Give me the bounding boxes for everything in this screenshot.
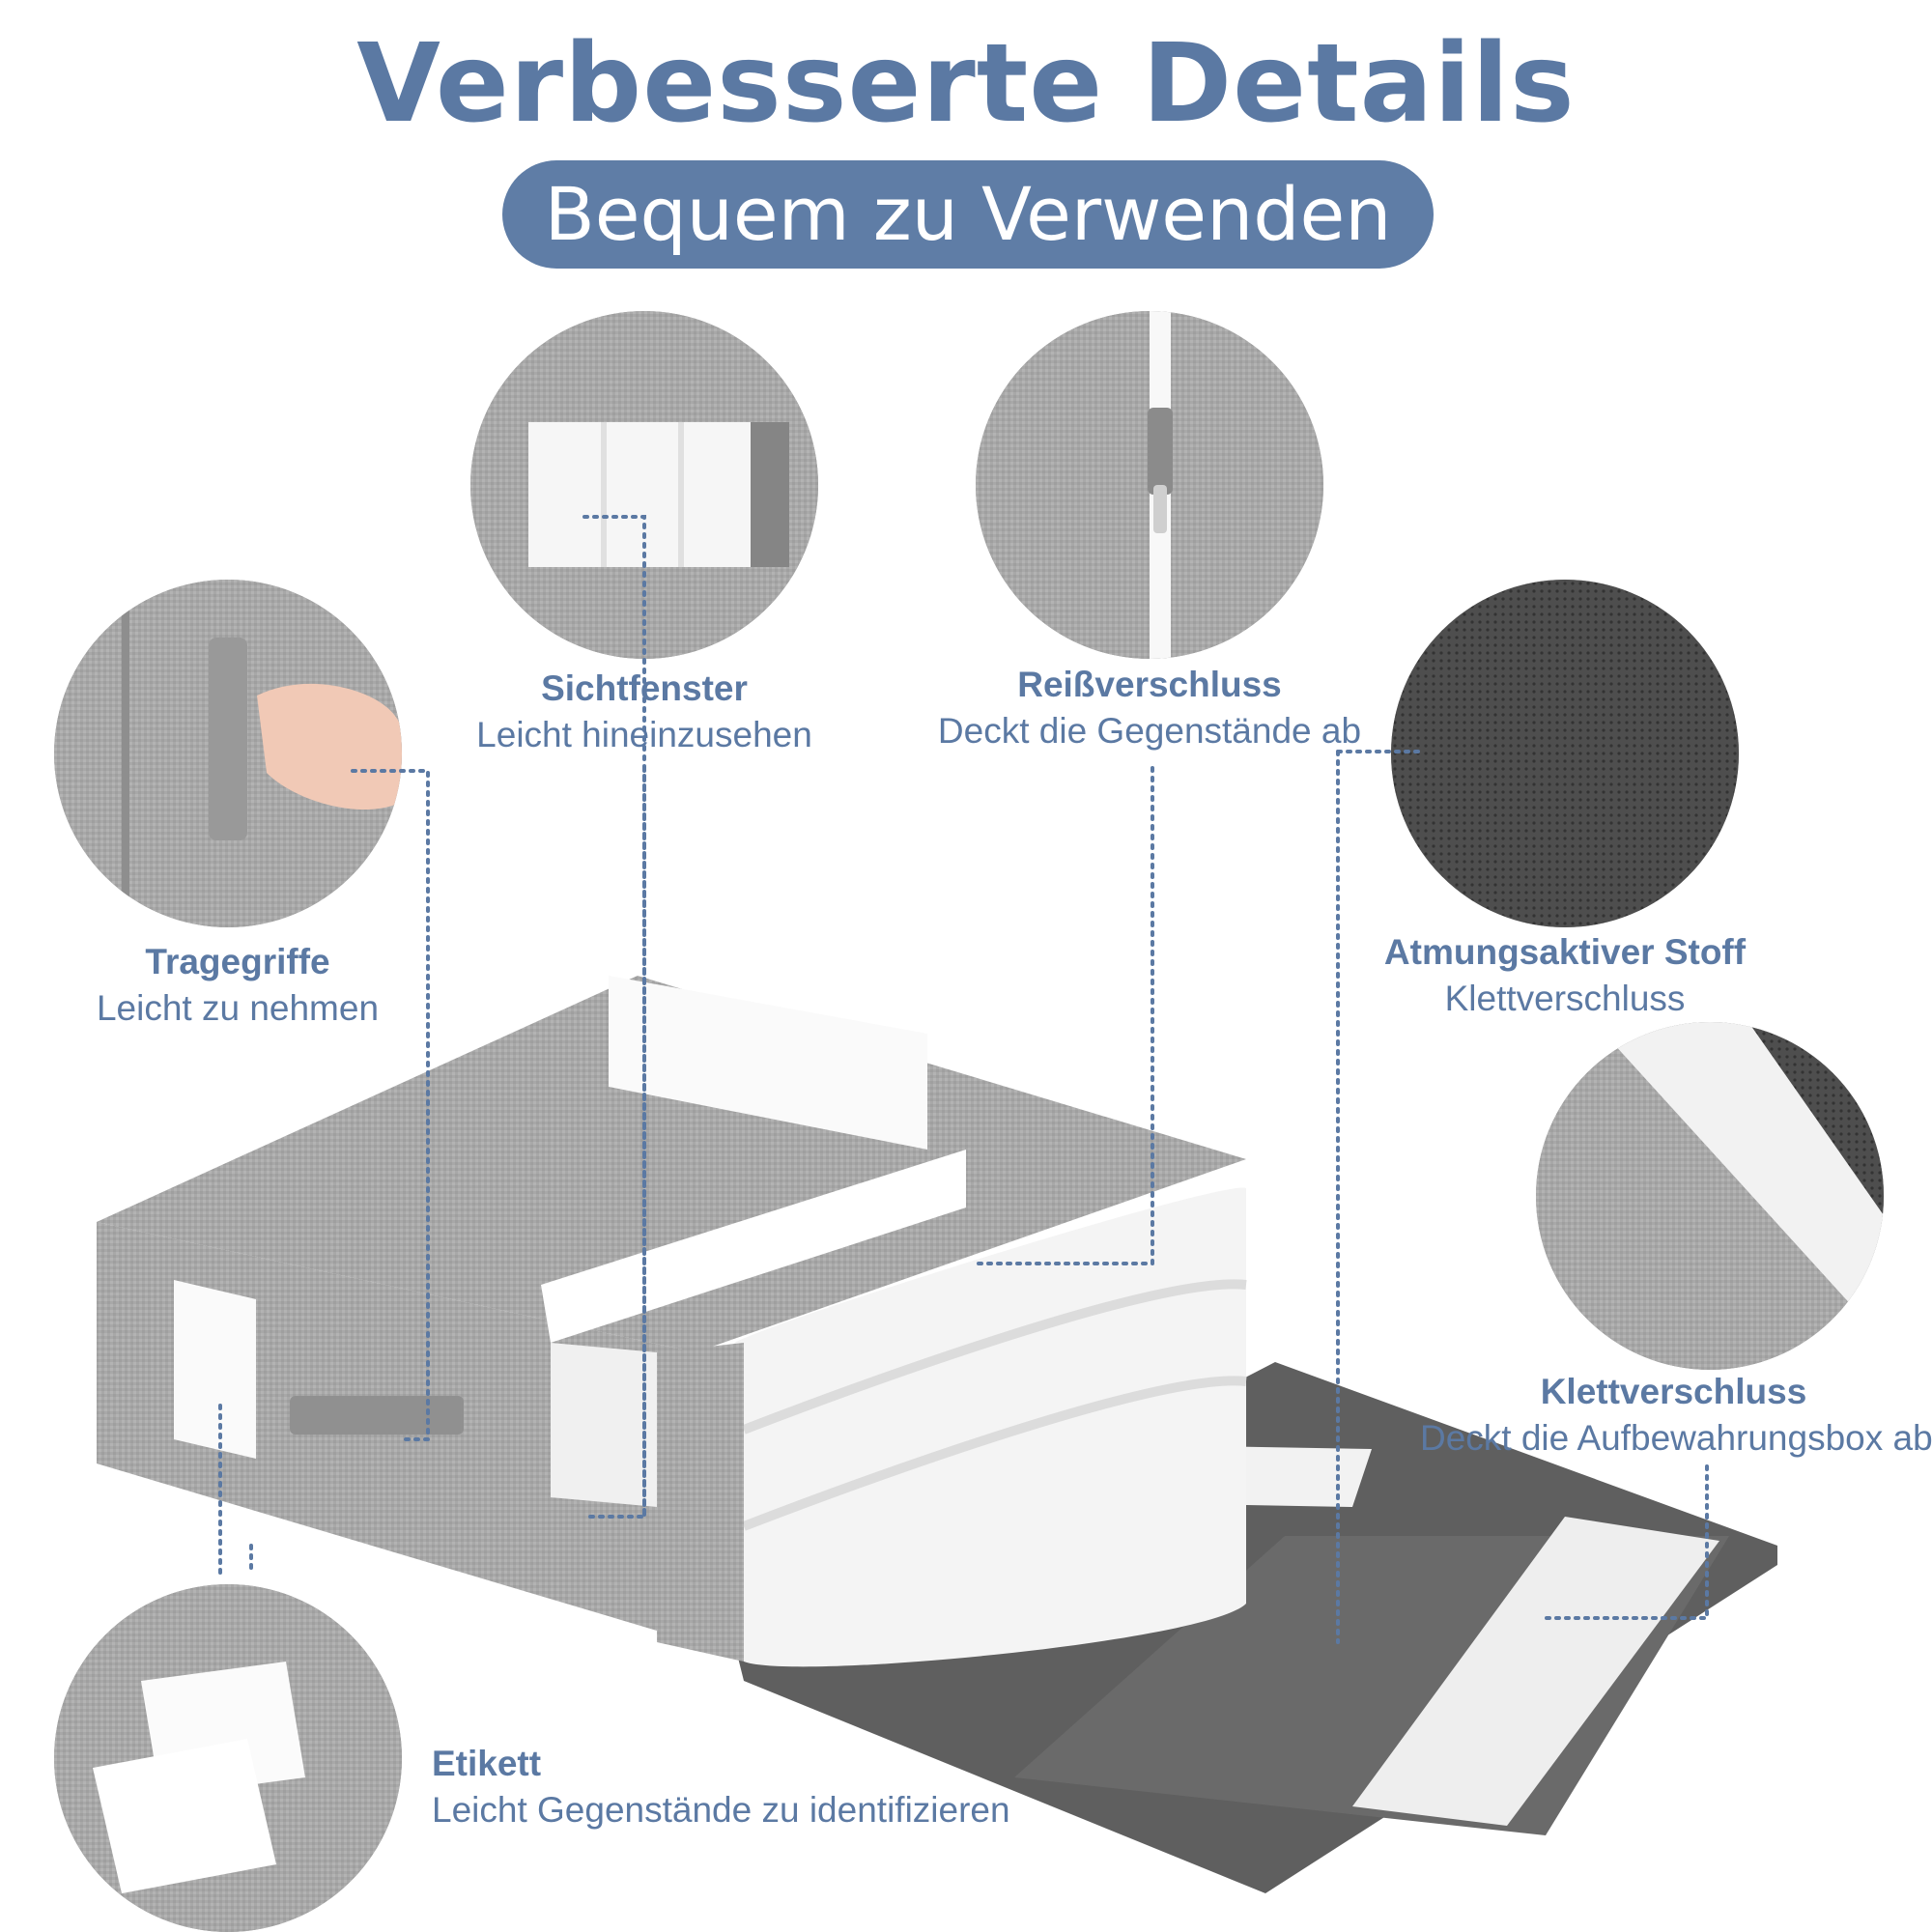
label-window (174, 1280, 256, 1459)
tragegriffe-detail-image (54, 580, 402, 927)
box-top (97, 976, 1246, 1352)
etikett-desc: Leicht Gegenstände zu identifizieren (432, 1790, 1010, 1830)
reissverschluss-desc: Deckt die Gegenstände ab (937, 711, 1362, 751)
label-atmungsaktiv: Atmungsaktiver Stoff Klettverschluss (1352, 932, 1777, 1019)
etikett-title: Etikett (432, 1744, 542, 1783)
tragegriffe-title: Tragegriffe (145, 942, 330, 981)
box-handle (290, 1396, 464, 1435)
atmungsaktiv-title: Atmungsaktiver Stoff (1383, 932, 1747, 972)
label-tragegriffe: Tragegriffe Leicht zu nehmen (54, 942, 421, 1029)
label-etikett: Etikett Leicht Gegenstände zu identifizi… (432, 1744, 1010, 1831)
tragegriffe-desc: Leicht zu nehmen (96, 988, 380, 1028)
reissverschluss-detail-image (976, 311, 1323, 659)
etikett-detail-image (54, 1584, 402, 1932)
page-title: Verbesserte Details (356, 21, 1576, 147)
klettverschluss-title: Klettverschluss (1540, 1372, 1807, 1411)
sichtfenster-detail-image (470, 311, 818, 659)
klettverschluss-desc: Deckt die Aufbewahrungsbox ab (1420, 1418, 1932, 1458)
label-sichtfenster: Sichtfenster Leicht hineinzusehen (451, 668, 838, 755)
sichtfenster-title: Sichtfenster (541, 668, 748, 708)
atmungsaktiver-stoff-detail-image (1391, 580, 1739, 927)
label-reissverschluss: Reißverschluss Deckt die Gegenstände ab (908, 665, 1391, 752)
reissverschluss-title: Reißverschluss (1017, 665, 1282, 704)
subtitle-banner: Bequem zu Verwenden (502, 160, 1434, 269)
sichtfenster-desc: Leicht hineinzusehen (476, 715, 812, 754)
velcro-strip (1352, 1517, 1719, 1826)
label-klettverschluss: Klettverschluss Deckt die Aufbewahrungsb… (1420, 1372, 1932, 1459)
klettverschluss-detail-image (1536, 1022, 1884, 1370)
atmungsaktiv-desc: Klettverschluss (1444, 979, 1686, 1018)
